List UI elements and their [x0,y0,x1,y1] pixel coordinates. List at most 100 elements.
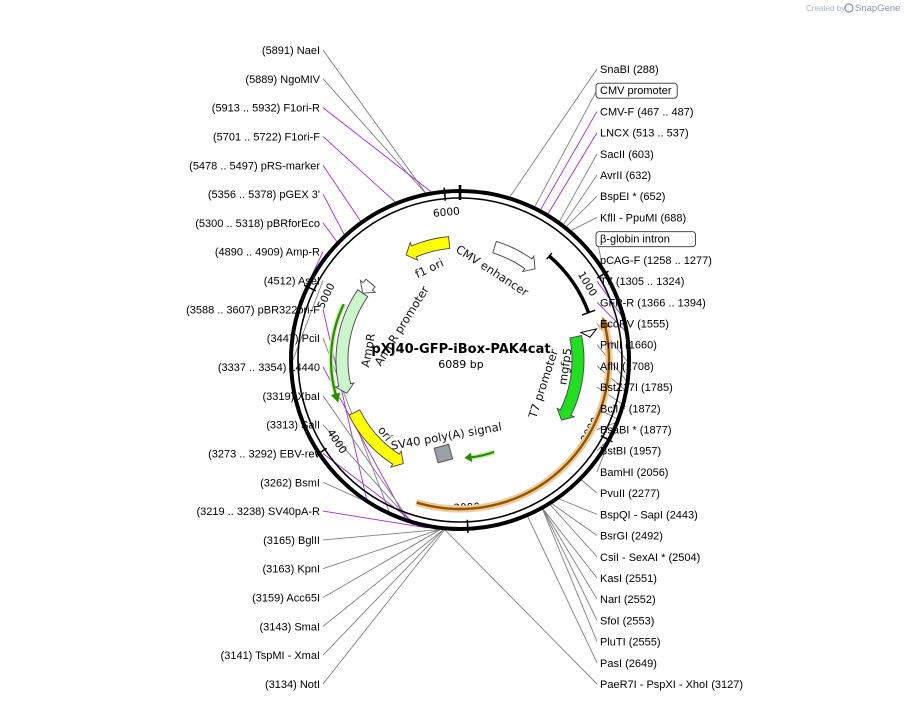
leader-paer7i [445,530,598,685]
site-label-naei[interactable]: (5891) NaeI [262,45,320,57]
feature-ampr-promoter[interactable] [359,278,377,294]
feature-sv40-poly-a-signal[interactable] [433,443,454,464]
site-label-pbrforeco[interactable]: (5300 .. 5318) pBRforEco [195,218,320,230]
site-label-pcag-f[interactable]: pCAG-F (1258 .. 1277) [600,255,712,267]
feature-f1-ori[interactable] [405,236,451,262]
feature-ampr[interactable] [334,289,369,394]
site-label-pbr322ori-f[interactable]: (3588 .. 3607) pBR322ori-F [186,304,320,316]
leader-bsrgi [552,503,598,536]
site-label-bspqi[interactable]: BspQI - SapI (2443) [600,509,698,521]
site-label-smai[interactable]: (3143) SmaI [259,621,320,633]
feature-arrows [334,236,598,468]
leader-sfoi [542,509,598,621]
leader-asei [288,280,324,370]
feature-box-globin-intron[interactable]: β-globin intron [600,234,670,246]
site-label-csii[interactable]: CsiI - SexAI * (2504) [600,552,700,564]
site-label-f1ori-r[interactable]: (5913 .. 5932) F1ori-R [212,103,320,115]
site-label-tspmi[interactable]: (3141) TspMI - XmaI [221,650,320,662]
leader-avrii [563,174,598,225]
feature-box-cmv-promoter[interactable]: CMV promoter [600,85,672,97]
leader-bstz17i [596,386,626,407]
site-label-aflii[interactable]: AflII (1708) [600,361,654,373]
site-label-ecorv[interactable]: EcoRV (1555) [600,318,669,330]
site-label-asei[interactable]: (4512) AseI [264,276,320,288]
plasmid-center: pXJ40-GFP-iBox-PAK4cat 6089 bp [371,342,550,371]
site-label-pasi[interactable]: PasI (2649) [600,658,657,670]
site-label-bsmi[interactable]: (3262) BsmI [260,477,320,489]
site-label-acc65i[interactable]: (3159) Acc65I [252,593,320,605]
site-label-sv40pa-r[interactable]: (3219 .. 3238) SV40pA-R [196,506,320,518]
site-label-gfp-r[interactable]: GFP-R (1366 .. 1394) [600,297,706,309]
site-label-avrii[interactable]: AvrII (632) [600,170,651,182]
site-label-snabi[interactable]: SnaBI (288) [600,64,659,76]
leader-prs-marker [322,165,361,222]
site-label-amp-r[interactable]: (4890 .. 4909) Amp-R [215,247,320,259]
site-label-pluti[interactable]: PluTI (2555) [600,637,661,649]
leader-xbai [322,395,413,525]
site-label-pgex-3[interactable]: (5356 .. 5378) pGEX 3' [208,189,320,201]
feature-beta-globin-intron[interactable] [548,254,591,314]
leader-noti [322,529,445,685]
site-label-l4440[interactable]: (3337 .. 3354) L4440 [218,362,320,374]
tick-4000 [315,447,328,457]
site-label-t7[interactable]: T7 (1305 .. 1324) [600,276,684,288]
orf-gfp[interactable] [464,450,495,462]
site-label-pvuii[interactable]: PvuII (2277) [600,488,660,500]
site-label-bcli[interactable]: BclI * (1872) [600,403,661,415]
feature-beta-globin-intron-cap-0 [546,252,553,260]
site-label-ngomiv[interactable]: (5889) NgoMIV [245,74,320,86]
credit-brand: SnapGene [855,3,900,14]
tick-6000 [443,187,447,201]
site-label-paer7i[interactable]: PaeR7I - PspXI - XhoI (3127) [600,679,743,691]
site-label-cmv-f[interactable]: CMV-F (467 .. 487) [600,106,694,118]
site-label-f1ori-f[interactable]: (5701 .. 5722) F1ori-F [213,131,320,143]
site-label-bstz17i[interactable]: BstZ17I (1785) [600,382,673,394]
feature-label-cmv-enhancer: CMV enhancer [453,242,531,299]
leader-kfli [571,217,598,231]
site-label-sacii[interactable]: SacII (603) [600,149,654,161]
site-label-bspei[interactable]: BspEI * (652) [600,191,665,203]
site-label-noti[interactable]: (3134) NotI [265,679,320,691]
site-label-pcii[interactable]: (3447) PciI [267,333,320,345]
site-label-bsrgi[interactable]: BsrGI (2492) [600,531,663,543]
leader-pgex-3 [322,193,345,235]
feature-t7-promoter[interactable] [579,328,598,338]
leader-pasi [527,516,598,663]
site-label-bglii[interactable]: (3165) BglII [263,535,320,547]
site-label-pmli[interactable]: PmlI (1660) [600,340,657,352]
site-label-ebv-rev[interactable]: (3273 .. 3292) EBV-rev [208,448,320,460]
feature-ori[interactable] [348,409,404,468]
leader-f1ori-f [322,136,396,203]
site-label-prs-marker[interactable]: (5478 .. 5497) pRS-marker [189,160,320,172]
site-label-bsabi[interactable]: BsaBI * (1877) [600,425,672,437]
feature-box-frame-globin-intron [595,231,696,248]
tick-3000 [466,519,469,533]
leader-smai [322,529,443,627]
tick-label-6000: 6000 [433,205,461,219]
leader-kasi [543,509,598,579]
orf-ampr[interactable] [329,303,345,403]
leader-pvuii [581,479,598,494]
leader-nari [542,509,598,600]
plasmid-name: pXJ40-GFP-iBox-PAK4cat [371,342,550,357]
site-label-lncx[interactable]: LNCX (513 .. 537) [600,128,689,140]
feature-cmv-enhancer[interactable] [492,240,536,273]
leader-snabi [509,68,598,197]
feature-beta-globin-intron-cap-1 [581,309,596,316]
leader-cmv-f [540,111,598,210]
site-label-sfoi[interactable]: SfoI (2553) [600,615,654,627]
site-label-kfli[interactable]: KflI - PpuMI (688) [600,212,686,224]
site-label-sali[interactable]: (3313) SalI [266,420,320,432]
site-label-bstbi[interactable]: BstBI (1957) [600,446,661,458]
site-label-bamhi[interactable]: BamHI (2056) [600,467,668,479]
site-label-kasi[interactable]: KasI (2551) [600,573,657,585]
site-label-kpni[interactable]: (3163) KpnI [263,564,320,576]
site-label-xbai[interactable]: (3319) XbaI [263,391,320,403]
feature-mgfp5[interactable] [556,335,585,421]
leader-f1ori-r [322,107,431,192]
site-label-nari[interactable]: NarI (2552) [600,594,656,606]
label-leader-lines [288,49,632,685]
leader-gfp-r [596,301,630,336]
